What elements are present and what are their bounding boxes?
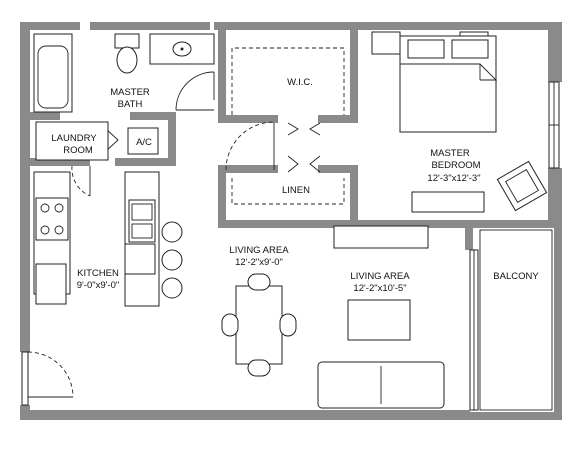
living-furniture — [221, 225, 445, 409]
living-area-1-dimensions: 12'-2"x9'-0" — [235, 257, 283, 268]
master-bath-label-line2: BATH — [118, 99, 143, 110]
windows — [21, 81, 560, 411]
laundry-label-line2: ROOM — [63, 145, 93, 156]
kitchen-fixtures — [33, 171, 183, 307]
master-bath-label-line1: MASTER — [110, 87, 150, 98]
kitchen-label: KITCHEN — [77, 268, 119, 279]
laundry-label-line1: LAUNDRY — [51, 133, 97, 144]
wic-label: W.I.C. — [287, 77, 313, 88]
kitchen-dimensions: 9'-0"x9'-0" — [77, 280, 120, 291]
bedroom-furniture — [371, 31, 548, 213]
master-bedroom-dimensions: 12'-3"x12'-3" — [427, 173, 480, 184]
laundry-room — [35, 121, 159, 161]
master-bedroom-label-line2: BEDROOM — [431, 160, 480, 171]
living-area-2-dimensions: 12'-2"x10'-5" — [353, 283, 406, 294]
living-area-1-label: LIVING AREA — [229, 245, 289, 256]
balcony — [479, 229, 553, 411]
interior-walls — [30, 30, 562, 250]
room-labels: MASTER BATH W.I.C. MASTER BEDROOM 12'-3"… — [51, 77, 539, 294]
master-bath-fixtures — [33, 33, 215, 113]
doors — [27, 71, 321, 398]
wic-shelving — [231, 47, 345, 205]
exterior-walls — [20, 22, 562, 420]
master-bedroom-label-line1: MASTER — [430, 148, 470, 159]
living-area-2-label: LIVING AREA — [350, 271, 410, 282]
linen-label: LINEN — [282, 185, 310, 196]
ac-label: A/C — [136, 137, 152, 148]
balcony-label: BALCONY — [493, 271, 539, 282]
